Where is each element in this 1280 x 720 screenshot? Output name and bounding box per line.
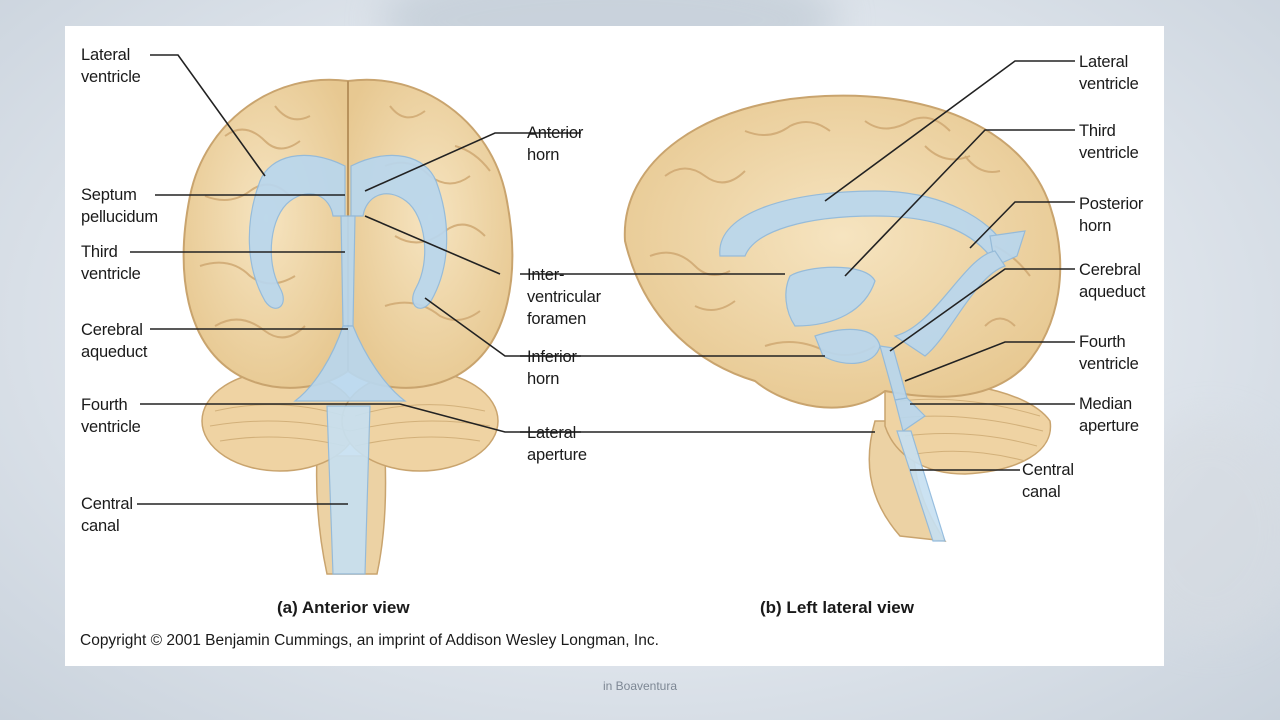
copyright-notice: Copyright © 2001 Benjamin Cummings, an i… (80, 632, 659, 649)
lateral-brain (623, 94, 1062, 542)
anterior-brain (182, 78, 514, 575)
label-septum-pellucidum: Septum pellucidum (81, 186, 158, 226)
label-fourth-ventricle-anterior: Fourth ventricle (81, 396, 141, 436)
caption-anterior-view: (a) Anterior view (277, 598, 410, 617)
label-fourth-ventricle-lateral: Fourth ventricle (1079, 333, 1139, 373)
label-central-canal-anterior: Central canal (81, 495, 133, 535)
leader-lines (130, 54, 1075, 505)
ventricles-figure: Lateral ventricle Septum pellucidum Thir… (65, 26, 1164, 666)
label-lateral-ventricle-anterior: Lateral ventricle (81, 46, 141, 86)
label-median-aperture: Median aperture (1079, 395, 1139, 435)
label-cerebral-aqueduct-anterior: Cerebral aqueduct (81, 321, 148, 361)
label-cerebral-aqueduct-lateral: Cerebral aqueduct (1079, 261, 1146, 301)
label-lateral-aperture: Lateral aperture (527, 424, 587, 464)
label-third-ventricle-anterior: Third ventricle (81, 243, 141, 283)
label-third-ventricle-lateral: Third ventricle (1079, 122, 1139, 162)
label-lateral-ventricle-lateral: Lateral ventricle (1079, 53, 1139, 93)
label-central-canal-lateral: Central canal (1022, 461, 1074, 501)
label-anterior-horn: Anterior horn (527, 124, 584, 164)
slide-footer: in Boaventura (602, 679, 678, 693)
label-inferior-horn: Inferior horn (527, 348, 577, 388)
brain-ventricles-illustration (130, 54, 1075, 575)
label-interventricular-foramen: Inter- ventricular foramen (527, 266, 601, 328)
label-posterior-horn: Posterior horn (1079, 195, 1144, 235)
caption-lateral-view: (b) Left lateral view (760, 598, 914, 617)
